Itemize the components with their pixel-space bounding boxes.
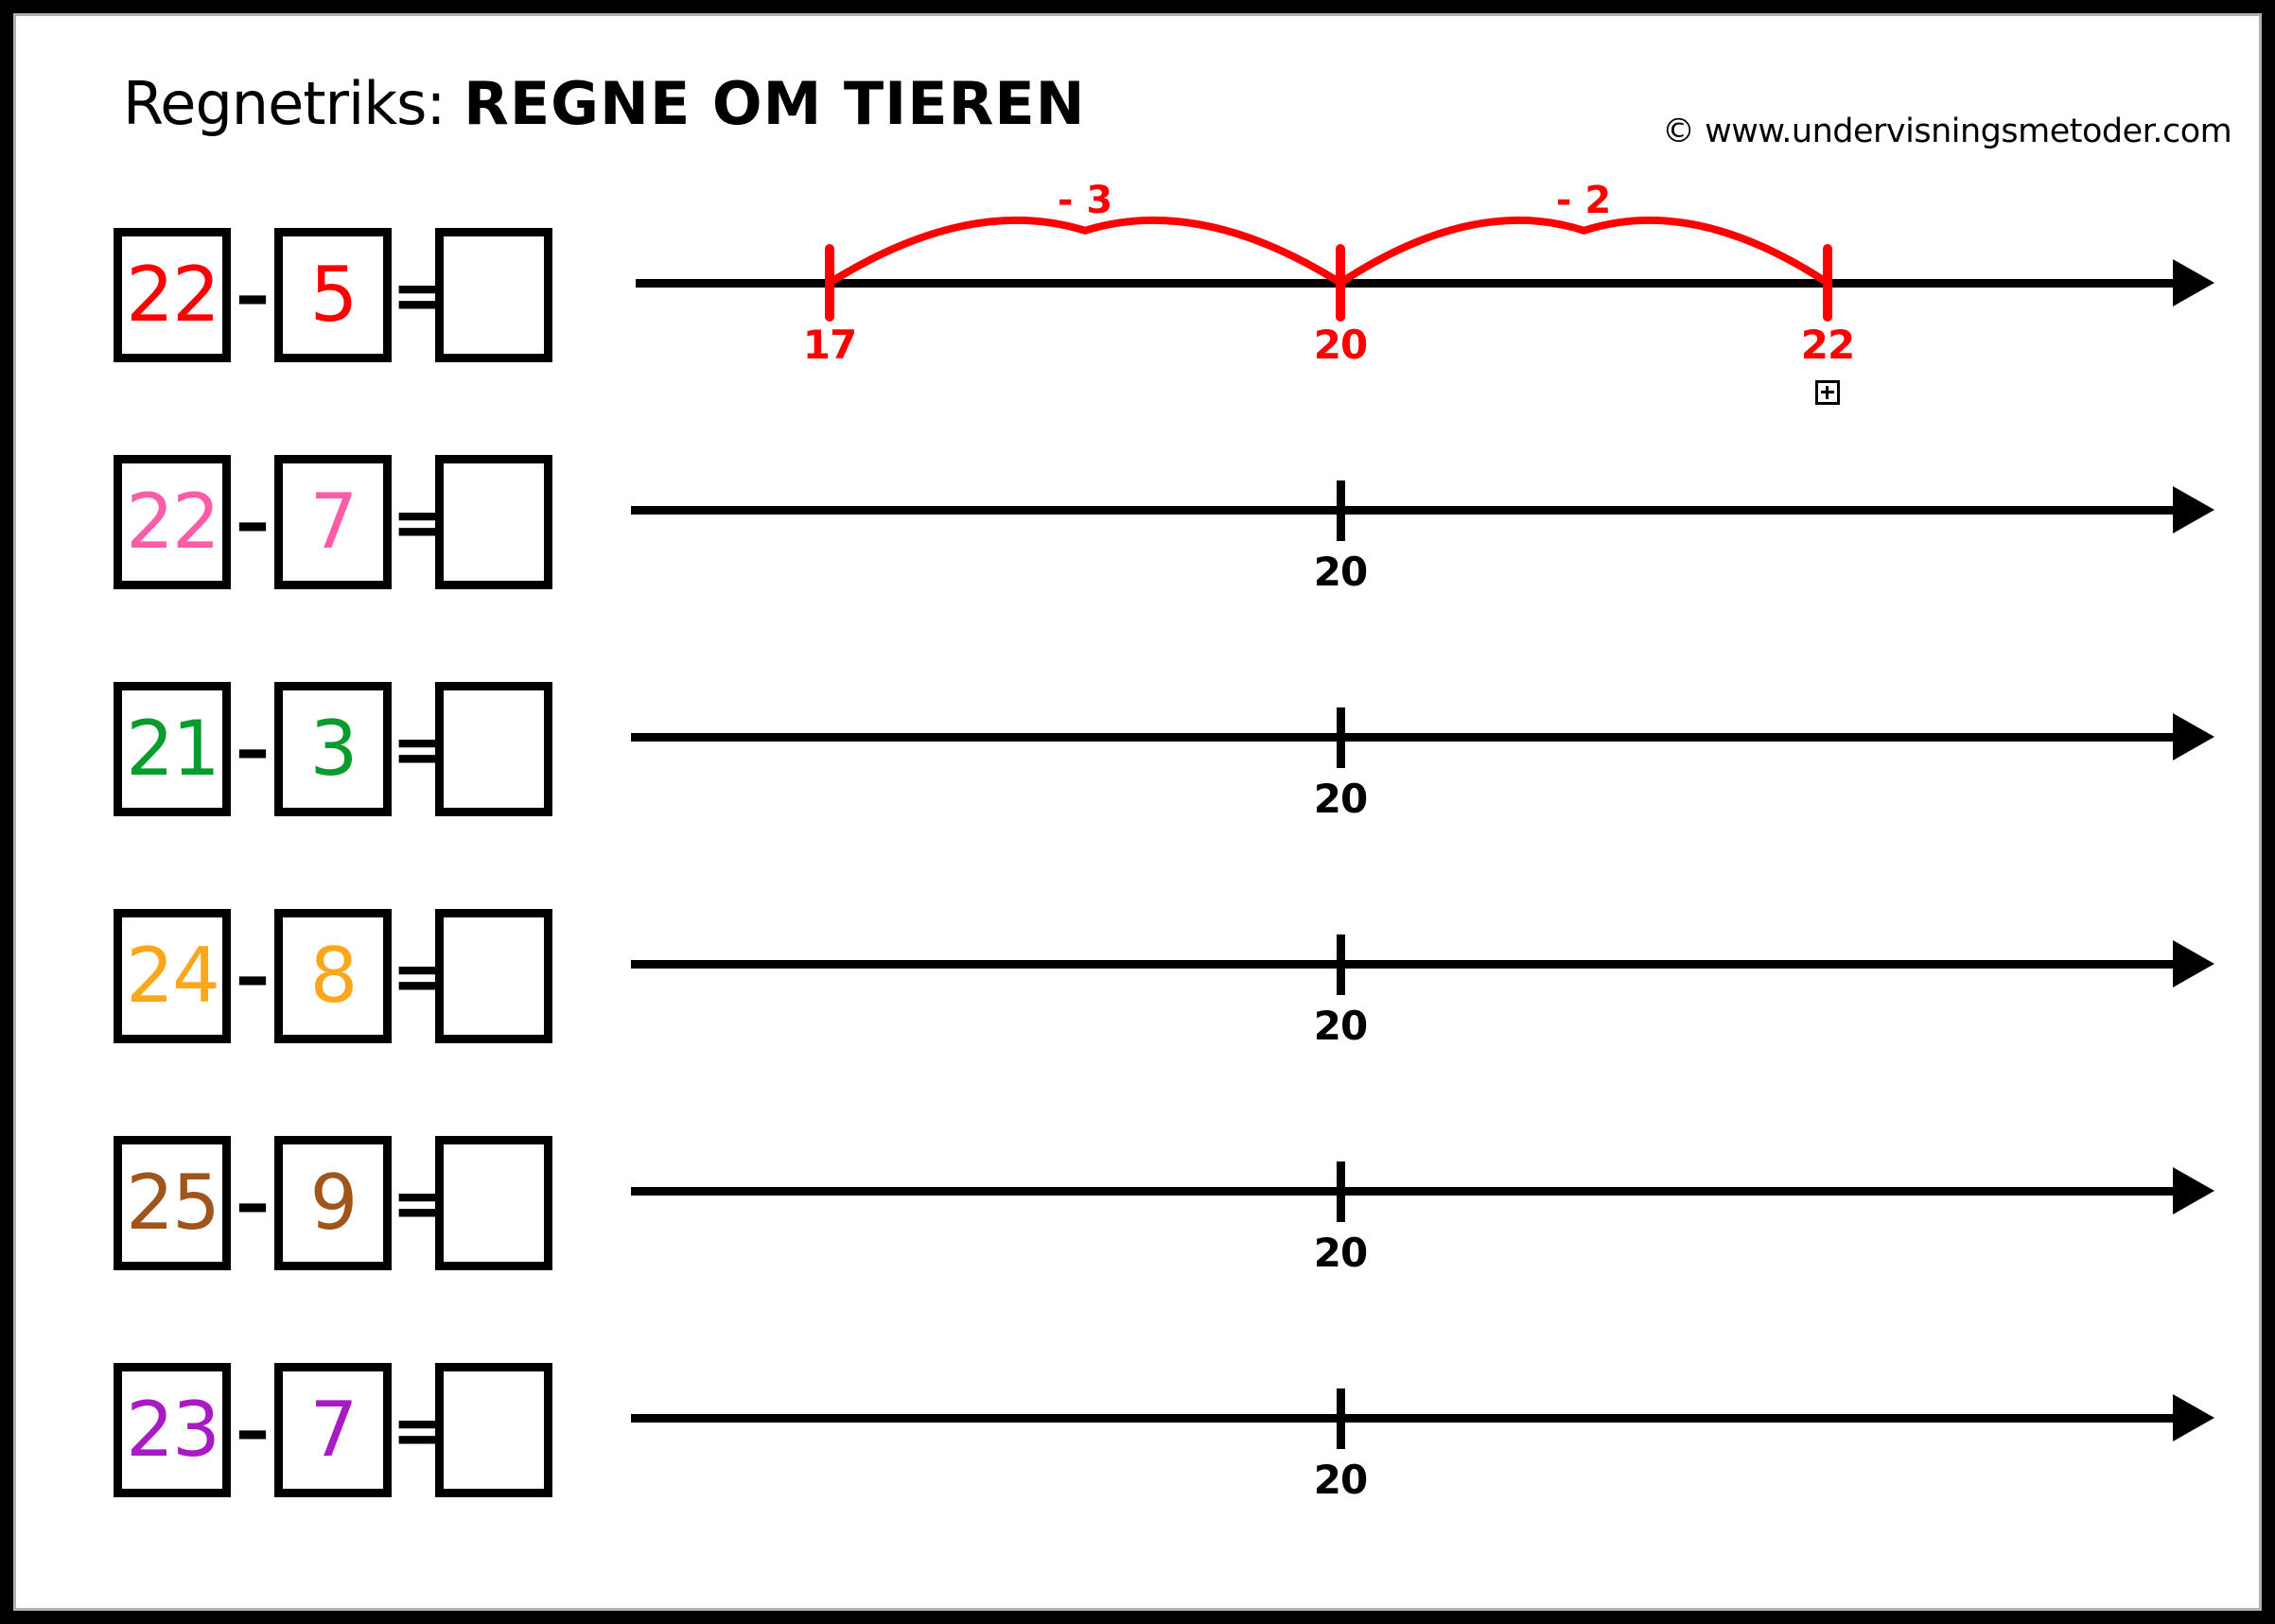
- subtrahend-box: 3: [274, 682, 392, 816]
- minuend-box: 25: [114, 1136, 231, 1270]
- subtrahend-box: 5: [274, 228, 392, 362]
- number-line-tick: [1337, 707, 1345, 768]
- number-line-axis: [631, 1187, 2173, 1196]
- number-line-axis: [631, 733, 2173, 742]
- exercise-row: 22–5= - 3 - 2 17 20 22: [16, 182, 2259, 446]
- minuend-box: 22: [114, 455, 231, 589]
- number-line-tick-label: 20: [1313, 1457, 1368, 1503]
- number-line-tick: [1823, 244, 1832, 322]
- answer-box[interactable]: [435, 682, 552, 816]
- number-line-axis: [636, 279, 2173, 288]
- number-line-tick: [1337, 480, 1345, 541]
- minus-operator: –: [236, 255, 270, 335]
- number-line: 20: [16, 446, 2259, 673]
- number-line: 20: [16, 900, 2259, 1127]
- equation: 23–7=: [114, 1354, 552, 1506]
- page-title-main: REGNE OM TIEREN: [464, 69, 1086, 138]
- copyright-notice: © www.undervisningsmetoder.com: [1662, 113, 2232, 150]
- number-line-tick-label: 20: [1313, 549, 1368, 595]
- jump-arcs: [826, 216, 1831, 287]
- number-line-tick-label: 17: [802, 322, 857, 368]
- exercise-row: 24–8= 20: [16, 900, 2259, 1127]
- number-line-tick-label: 20: [1313, 1003, 1368, 1049]
- exercise-row: 23–7= 20: [16, 1354, 2259, 1581]
- number-line-axis: [631, 960, 2173, 969]
- equation: 22–5=: [114, 219, 552, 371]
- minuend-box: 24: [114, 909, 231, 1043]
- equation: 22–7=: [114, 446, 552, 598]
- answer-box[interactable]: [435, 228, 552, 362]
- exercise-row: 25–9= 20: [16, 1127, 2259, 1354]
- number-line-tick: [1337, 934, 1345, 995]
- page-title: Regnetriks: REGNE OM TIEREN: [123, 75, 1086, 133]
- number-line-tick: [825, 244, 834, 322]
- arrow-right-icon: [2173, 1394, 2214, 1441]
- exercise-row: 22–7= 20: [16, 446, 2259, 673]
- answer-box[interactable]: [435, 909, 552, 1043]
- subtrahend-box: 8: [274, 909, 392, 1043]
- arrow-right-icon: [2173, 486, 2214, 533]
- number-line-axis: [631, 1414, 2173, 1423]
- number-line: - 3 - 2 17 20 22: [16, 182, 2259, 446]
- equation: 24–8=: [114, 900, 552, 1052]
- number-line-tick-label: 20: [1313, 322, 1368, 368]
- minus-operator: –: [236, 1390, 270, 1470]
- minuend-box: 23: [114, 1363, 231, 1497]
- page-title-prefix: Regnetriks:: [123, 69, 446, 138]
- minus-operator: –: [236, 709, 270, 789]
- minuend-box: 21: [114, 682, 231, 816]
- minus-operator: –: [236, 482, 270, 562]
- subtrahend-box: 9: [274, 1136, 392, 1270]
- number-line-tick: [1337, 1388, 1345, 1449]
- answer-box[interactable]: [435, 1136, 552, 1270]
- number-line-tick-label: 20: [1313, 1230, 1368, 1276]
- answer-box[interactable]: [435, 1363, 552, 1497]
- number-line: 20: [16, 673, 2259, 900]
- arrow-right-icon: [2173, 713, 2214, 760]
- equation: 25–9=: [114, 1127, 552, 1279]
- minus-operator: –: [236, 936, 270, 1016]
- arrow-right-icon: [2173, 259, 2214, 306]
- resize-handle-icon[interactable]: [1815, 380, 1840, 405]
- minuend-box: 22: [114, 228, 231, 362]
- number-line-tick: [1337, 1161, 1345, 1222]
- answer-box[interactable]: [435, 455, 552, 589]
- worksheet-sheet: Regnetriks: REGNE OM TIEREN © www.underv…: [16, 16, 2259, 1608]
- number-line-tick: [1336, 244, 1345, 322]
- number-line: 20: [16, 1354, 2259, 1581]
- jump-label: - 3: [1057, 179, 1113, 222]
- arrow-right-icon: [2173, 940, 2214, 987]
- number-line-axis: [631, 506, 2173, 515]
- subtrahend-box: 7: [274, 1363, 392, 1497]
- jump-label: - 2: [1555, 179, 1612, 222]
- equation: 21–3=: [114, 673, 552, 825]
- exercise-row: 21–3= 20: [16, 673, 2259, 900]
- jump-arc: [826, 216, 1344, 287]
- number-line-tick-label: 20: [1313, 776, 1368, 822]
- jump-arc: [1337, 216, 1831, 287]
- minus-operator: –: [236, 1163, 270, 1243]
- arrow-right-icon: [2173, 1167, 2214, 1214]
- subtrahend-box: 7: [274, 455, 392, 589]
- number-line: 20: [16, 1127, 2259, 1354]
- number-line-tick-label: 22: [1800, 322, 1855, 368]
